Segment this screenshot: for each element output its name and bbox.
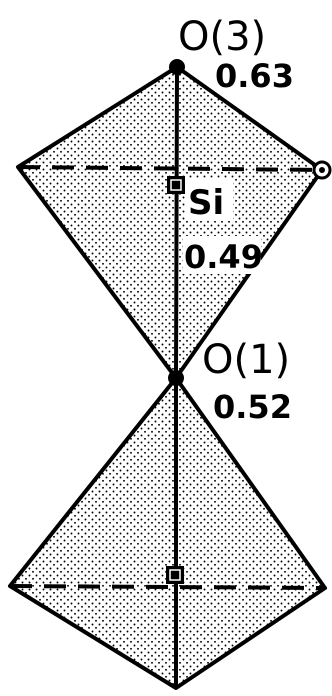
o1-label: O(1) <box>202 337 290 383</box>
si-value: 0.49 <box>184 238 263 276</box>
upper-axis-line <box>174 66 179 379</box>
o3-atom-marker <box>169 59 185 75</box>
si-atom-marker-lower-inner <box>169 569 181 581</box>
o1-atom-marker <box>168 370 184 386</box>
o3-label: O(3) <box>178 14 266 60</box>
o3-value: 0.63 <box>215 57 294 95</box>
lower-dashed-base-line <box>9 584 326 590</box>
upper-tetrahedron <box>16 65 324 380</box>
si-atom-marker-lower <box>166 566 184 584</box>
lower-tetrahedron <box>8 376 327 690</box>
si-atom-marker-upper-inner <box>170 179 182 191</box>
upper-tetrahedron-face <box>16 65 324 380</box>
si-atom-marker-upper <box>167 176 185 194</box>
corner-oxygen-marker-dot <box>319 167 325 173</box>
o1-value: 0.52 <box>213 388 292 426</box>
upper-dashed-base-line <box>17 165 323 172</box>
si-label: Si <box>188 183 224 223</box>
